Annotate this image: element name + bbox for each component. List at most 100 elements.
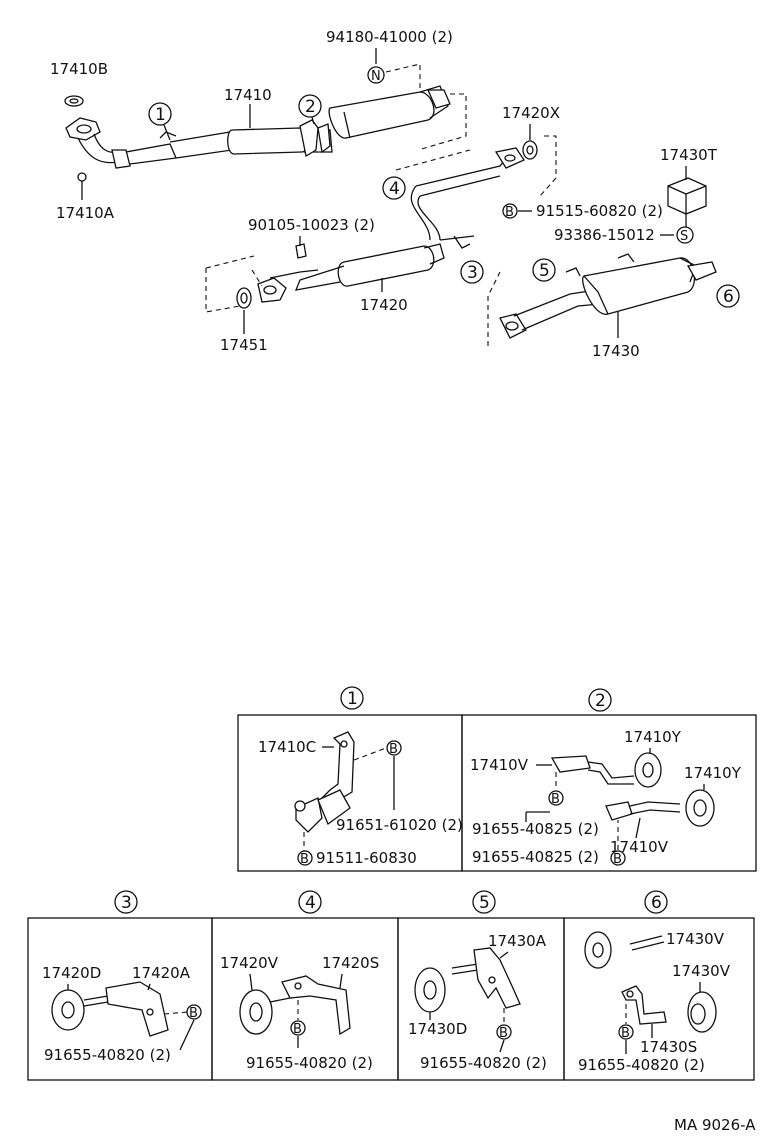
center-muffler-body (328, 91, 435, 139)
marker-B-d4: B (290, 1020, 306, 1037)
label-17430A: 17430A (488, 932, 547, 950)
marker-B-d1b: B (297, 850, 313, 867)
svg-text:B: B (300, 852, 309, 867)
label-17430S: 17430S (640, 1038, 697, 1056)
label-91655-40820-d6: 91655-40820 (2) (578, 1056, 705, 1074)
callout-5-top: 5 (532, 258, 556, 282)
hanger-17430V-drawing (584, 931, 717, 1033)
label-17410C: 17410C (258, 738, 316, 756)
label-17410Y-b: 17410Y (684, 764, 742, 782)
label-17410A: 17410A (56, 204, 115, 222)
svg-text:S: S (680, 229, 688, 244)
label-17420S: 17420S (322, 954, 379, 972)
callout-4-top: 4 (382, 176, 406, 200)
svg-text:B: B (551, 792, 560, 807)
callout-6-detail: 6 (644, 890, 668, 914)
label-94180-41000: 94180-41000 (2) (326, 28, 453, 46)
label-17430: 17430 (592, 342, 640, 360)
svg-text:3: 3 (121, 893, 132, 913)
svg-text:4: 4 (305, 893, 316, 913)
marker-B-d1a: B (386, 740, 402, 757)
label-91655-40820-d4: 91655-40820 (2) (246, 1054, 373, 1072)
label-91651-61020: 91651-61020 (2) (336, 816, 463, 834)
label-17430V-b: 17430V (672, 962, 731, 980)
marker-B-d2a: B (548, 790, 564, 807)
detail-box-2 (461, 714, 757, 872)
label-90105-10023: 90105-10023 (2) (248, 216, 375, 234)
label-17410Y-a: 17410Y (624, 728, 682, 746)
marker-B-top: B (502, 203, 532, 220)
bolt-17410A (77, 172, 87, 182)
label-91655-40820-d3: 91655-40820 (2) (44, 1046, 171, 1064)
marker-S: S (676, 226, 694, 244)
svg-text:B: B (293, 1022, 302, 1037)
svg-text:1: 1 (347, 689, 358, 709)
label-91515-60820: 91515-60820 (2) (536, 202, 663, 220)
svg-text:B: B (613, 852, 622, 867)
gasket-17420X (522, 140, 538, 160)
intermediate-pipe-17420 (205, 135, 557, 313)
label-17410V-b: 17410V (610, 838, 669, 856)
label-17430V-a: 17430V (666, 930, 725, 948)
callout-3-top: 3 (460, 260, 484, 284)
label-17430D: 17430D (408, 1020, 467, 1038)
label-17430T: 17430T (660, 146, 718, 164)
svg-text:B: B (389, 742, 398, 757)
label-17410B: 17410B (50, 60, 108, 78)
diagram-code: MA 9026-A (674, 1116, 756, 1134)
detail-box-6 (563, 917, 755, 1081)
marker-B-d3: B (186, 1004, 202, 1021)
svg-text:3: 3 (467, 263, 478, 283)
label-91655-40825-b: 91655-40825 (2) (472, 848, 599, 866)
resonator-17410 (227, 127, 308, 155)
svg-text:4: 4 (389, 179, 400, 199)
callout-1-detail: 1 (340, 686, 364, 710)
svg-text:2: 2 (595, 691, 606, 711)
label-17410: 17410 (224, 86, 272, 104)
label-91511-60830: 91511-60830 (316, 849, 417, 867)
hanger-17430D-drawing (414, 947, 521, 1024)
front-pipe-assembly (64, 95, 333, 182)
callout-1-top: 1 (148, 102, 172, 141)
marker-B-d6: B (618, 1024, 634, 1041)
svg-text:6: 6 (723, 287, 734, 307)
marker-B-d2b: B (610, 850, 626, 867)
hanger-17410V-drawing (550, 752, 715, 827)
svg-text:6: 6 (651, 893, 662, 913)
svg-text:N: N (371, 69, 381, 84)
gasket-17410B (64, 95, 84, 107)
callout-2-detail: 2 (588, 688, 612, 712)
label-17451: 17451 (220, 336, 268, 354)
main-muffler-body (582, 257, 696, 315)
center-muffler (328, 63, 471, 171)
front-pipe-flange (65, 117, 101, 141)
label-93386-15012: 93386-15012 (554, 226, 655, 244)
gasket-17451 (236, 287, 252, 309)
intermediate-resonator (337, 245, 435, 287)
label-17420V: 17420V (220, 954, 279, 972)
marker-B-d5: B (496, 1024, 512, 1041)
svg-text:B: B (499, 1026, 508, 1041)
callout-2-top: 2 (298, 94, 322, 125)
label-91655-40820-d5: 91655-40820 (2) (420, 1054, 547, 1072)
heat-insulator-17430T (667, 177, 707, 215)
bracket-17410C-drawing (294, 731, 387, 852)
callout-3-detail: 3 (114, 890, 138, 914)
label-17420X: 17420X (502, 104, 560, 122)
svg-text:B: B (505, 205, 514, 220)
svg-text:5: 5 (479, 893, 490, 913)
label-91655-40825-a: 91655-40825 (2) (472, 820, 599, 838)
svg-text:5: 5 (539, 261, 550, 281)
svg-text:1: 1 (155, 105, 166, 125)
callout-4-detail: 4 (298, 890, 322, 914)
label-17420: 17420 (360, 296, 408, 314)
label-17420D: 17420D (42, 964, 101, 982)
marker-N: N (367, 66, 385, 84)
svg-text:B: B (621, 1026, 630, 1041)
hanger-17420V-drawing (239, 975, 351, 1036)
label-17410V-a: 17410V (470, 756, 529, 774)
callout-5-detail: 5 (472, 890, 496, 914)
svg-text:B: B (189, 1006, 198, 1021)
hanger-17420D-drawing (51, 981, 189, 1037)
